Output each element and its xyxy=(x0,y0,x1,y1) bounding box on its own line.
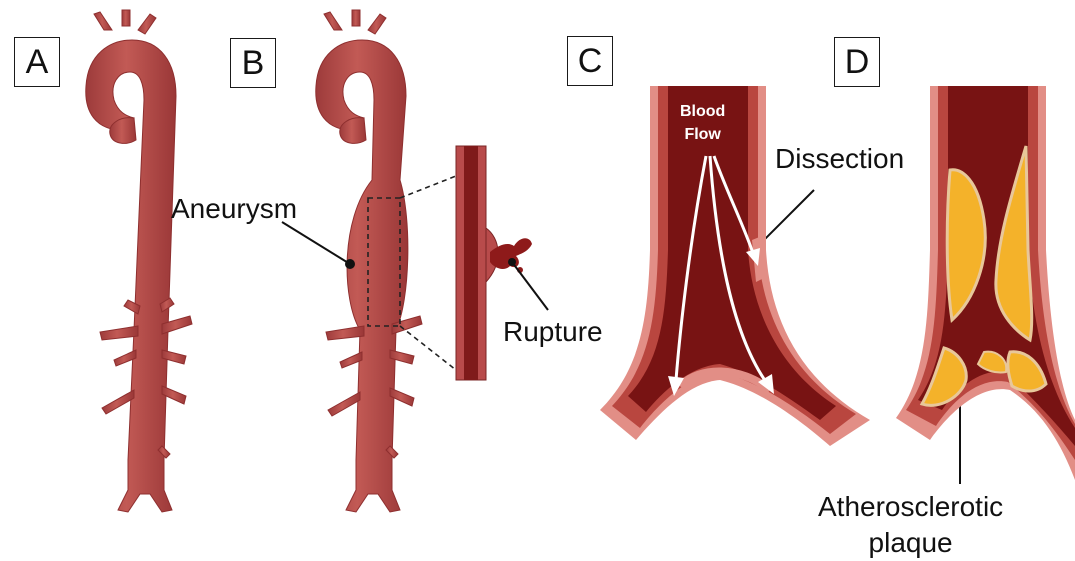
aneurysm-dot xyxy=(345,259,355,269)
aneurysm-label: Aneurysm xyxy=(171,193,297,225)
arch-branch xyxy=(94,12,112,30)
lumbar-branch xyxy=(102,390,134,414)
aneurysm-aorta-body xyxy=(316,40,408,512)
aorta-normal xyxy=(86,10,192,512)
panel-label-b: B xyxy=(230,38,276,88)
arch-branch xyxy=(138,14,156,34)
dissection-label: Dissection xyxy=(775,143,904,175)
blood-flow-line1: Blood xyxy=(680,100,725,123)
dissection-leader xyxy=(758,190,814,246)
panel-label-c: C xyxy=(567,36,613,86)
aorta-arch xyxy=(86,40,176,512)
zoom-vessel-lumen xyxy=(464,146,478,380)
vessel-atherosclerosis xyxy=(896,86,1075,480)
panel-label-a: A xyxy=(14,37,60,87)
vessel-dissection xyxy=(600,86,870,446)
lumbar-branch xyxy=(328,392,360,416)
athero-line2: plaque xyxy=(818,525,1003,561)
renal-branch xyxy=(326,326,364,340)
rupture-label: Rupture xyxy=(503,316,603,348)
zoom-line-top xyxy=(400,176,456,198)
rupture-leader xyxy=(512,262,548,310)
atherosclerotic-plaque-label: Atherosclerotic plaque xyxy=(818,489,1003,561)
rupture-dot xyxy=(508,258,516,266)
arch-branch xyxy=(122,10,130,26)
aorta-aneurysm xyxy=(316,10,422,512)
panel-label-d: D xyxy=(834,37,880,87)
arch-branch xyxy=(368,14,386,34)
renal-branch xyxy=(100,326,138,340)
blood-flow-label: Blood Flow xyxy=(680,100,725,146)
athero-line1: Atherosclerotic xyxy=(818,489,1003,525)
aneurysm-leader xyxy=(282,222,350,264)
arch-branch xyxy=(352,10,360,26)
arch-branch xyxy=(324,12,342,30)
blood-flow-line2: Flow xyxy=(680,123,725,146)
